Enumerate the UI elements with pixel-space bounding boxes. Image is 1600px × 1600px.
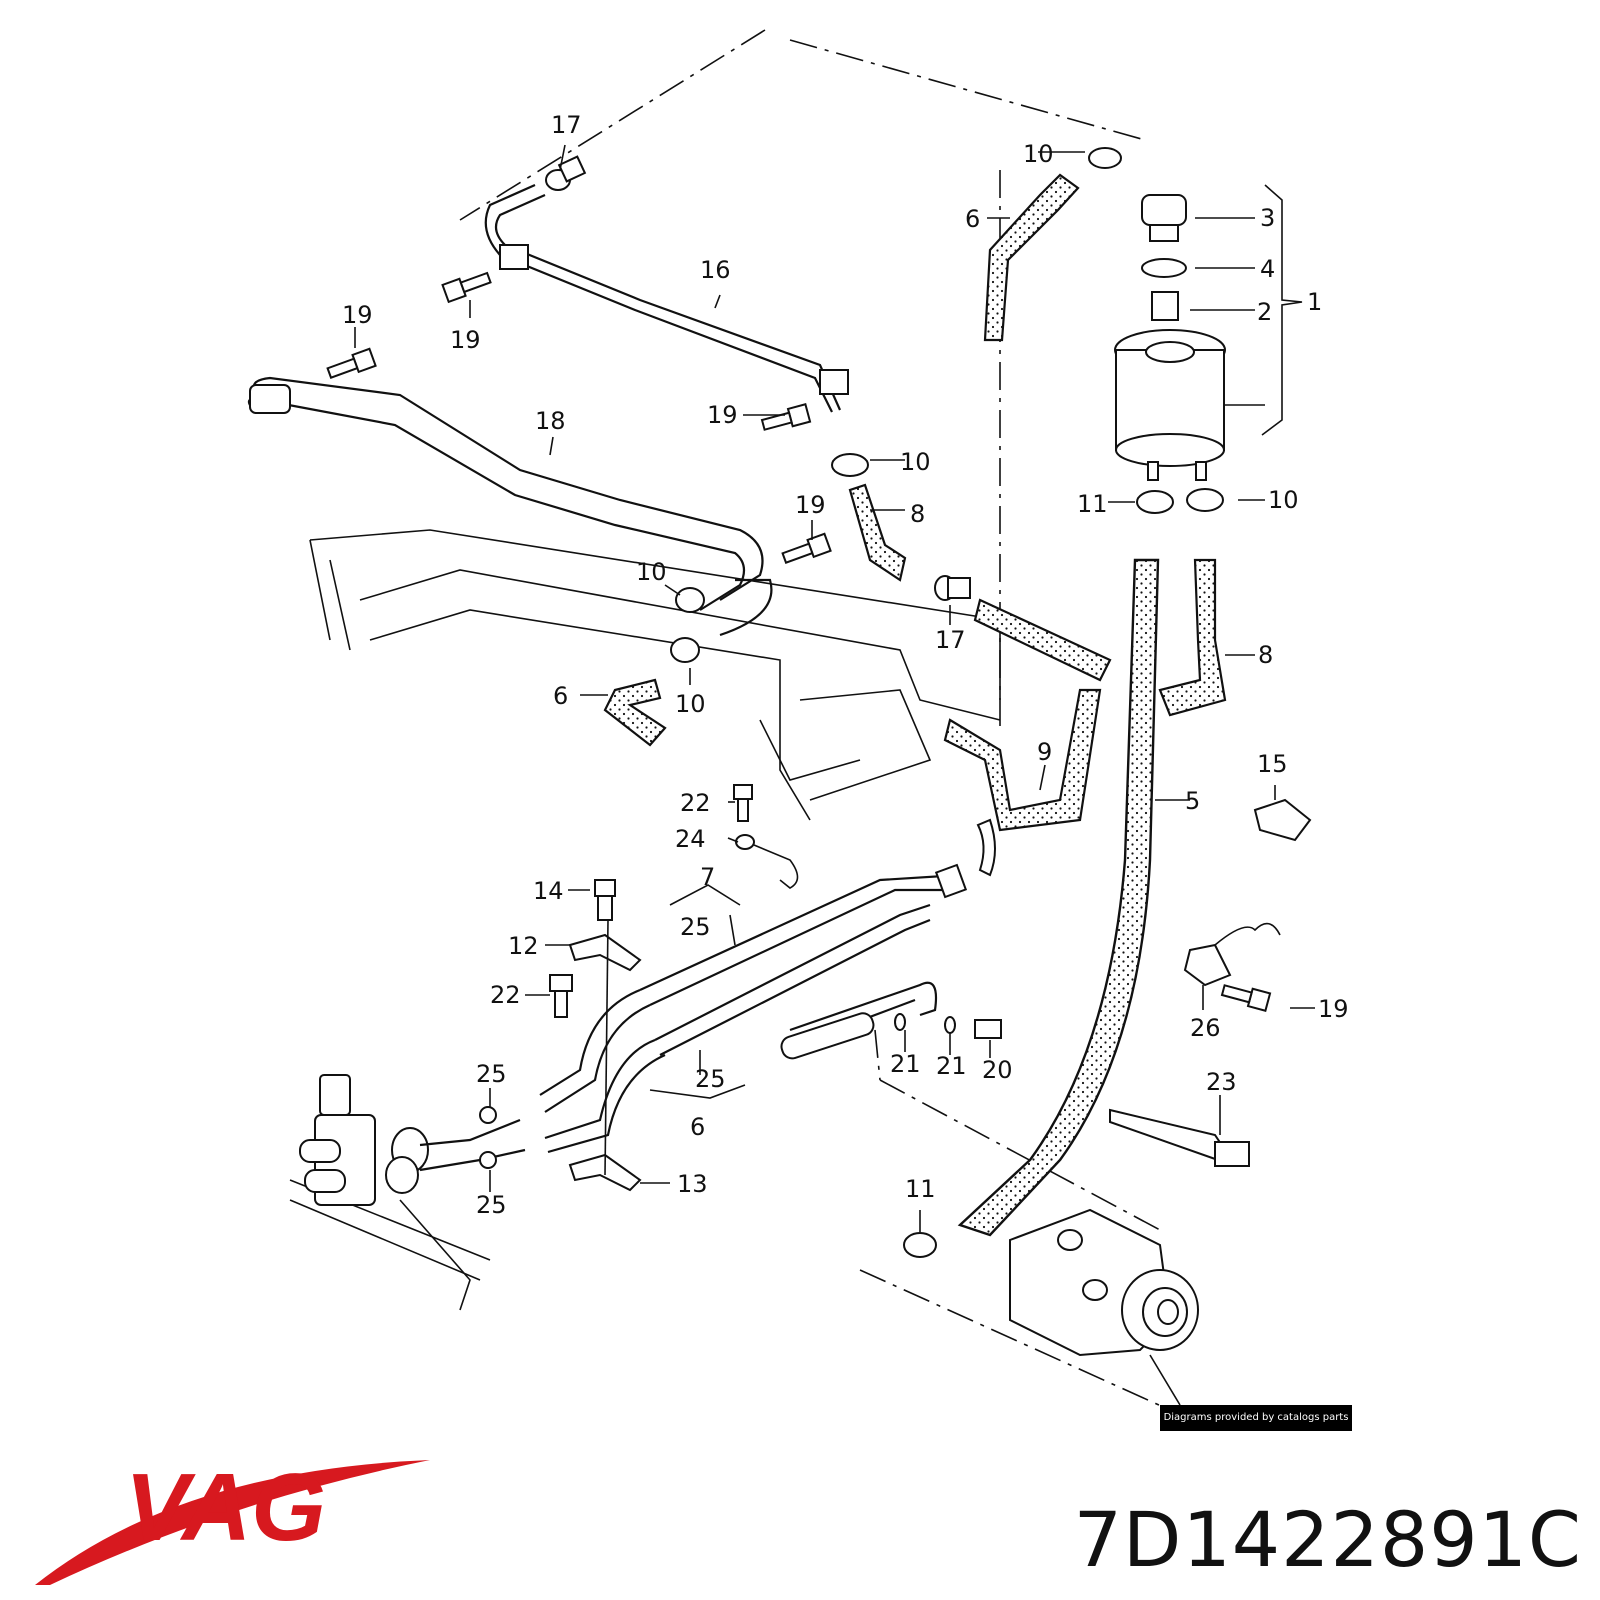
- label-17-mid: 17: [935, 626, 966, 654]
- label-25-rack-a: 25: [476, 1060, 507, 1088]
- hose-8-left: [848, 483, 907, 582]
- label-21-a: 21: [890, 1050, 921, 1078]
- diagram-credit: Diagrams provided by catalogs parts: [1160, 1405, 1352, 1431]
- hose-8-right: [1158, 558, 1227, 717]
- label-5: 5: [1185, 787, 1200, 815]
- label-19-b: 19: [450, 326, 481, 354]
- label-9: 9: [1037, 738, 1052, 766]
- label-2: 2: [1257, 298, 1272, 326]
- label-16: 16: [700, 256, 731, 284]
- label-15: 15: [1257, 750, 1288, 778]
- return-pipe: [494, 193, 842, 411]
- label-25-rack-b: 25: [476, 1191, 507, 1219]
- label-18: 18: [535, 407, 566, 435]
- label-3: 3: [1260, 204, 1275, 232]
- label-22-b: 22: [490, 981, 521, 1009]
- label-4: 4: [1260, 255, 1275, 283]
- hose-9: [943, 688, 1102, 832]
- leader-lines: [354, 144, 1315, 1232]
- label-11-lower: 11: [905, 1175, 936, 1203]
- label-10-right: 10: [1268, 486, 1299, 514]
- label-19-d: 19: [795, 491, 826, 519]
- label-25-upper: 25: [680, 913, 711, 941]
- label-10-left-upper: 10: [636, 558, 667, 586]
- label-17-top: 17: [551, 111, 582, 139]
- label-12: 12: [508, 932, 539, 960]
- power-steering-pump: [1009, 1208, 1199, 1406]
- brand-name: VAG: [125, 1454, 326, 1561]
- label-23: 23: [1206, 1068, 1237, 1096]
- label-14: 14: [533, 877, 564, 905]
- label-26: 26: [1190, 1014, 1221, 1042]
- label-11-upper: 11: [1077, 490, 1108, 518]
- hose-6-lower: [603, 678, 667, 747]
- vag-logo: VAG: [35, 1454, 430, 1585]
- fittings: [326, 147, 1312, 1258]
- label-19-c: 19: [707, 401, 738, 429]
- label-24: 24: [675, 825, 706, 853]
- label-8-right: 8: [1258, 641, 1273, 669]
- label-6-cooler: 6: [690, 1113, 705, 1141]
- label-22-a: 22: [680, 789, 711, 817]
- cooler-lines: [539, 818, 996, 1154]
- group-bracket-1: [1261, 184, 1303, 436]
- label-1: 1: [1307, 288, 1322, 316]
- hose-6-upper: [983, 173, 1080, 342]
- label-20: 20: [982, 1056, 1013, 1084]
- label-19-e: 19: [1318, 995, 1349, 1023]
- part-number: 7D1422891C: [1073, 1495, 1582, 1584]
- label-10-left-lower: 10: [675, 690, 706, 718]
- label-19-a: 19: [342, 301, 373, 329]
- reservoir: [1114, 194, 1226, 481]
- subframe: [289, 529, 1001, 1311]
- label-10-mid: 10: [900, 448, 931, 476]
- assembly-outline: [459, 29, 1171, 1411]
- hose-5: [957, 558, 1160, 1237]
- label-21-b: 21: [936, 1052, 967, 1080]
- label-7: 7: [700, 863, 715, 891]
- steering-rack: [299, 1074, 526, 1206]
- part-labels: 1 2 3 4 5 6 6 6 7 8 8 9 10 10 10 10 10 1…: [342, 111, 1349, 1219]
- label-6-lower-left: 6: [553, 682, 568, 710]
- label-6-upper: 6: [965, 205, 980, 233]
- label-13: 13: [677, 1170, 708, 1198]
- label-25-cooler: 25: [695, 1065, 726, 1093]
- long-pipe: [252, 376, 764, 601]
- label-8-upper: 8: [910, 500, 925, 528]
- label-10-top: 10: [1023, 140, 1054, 168]
